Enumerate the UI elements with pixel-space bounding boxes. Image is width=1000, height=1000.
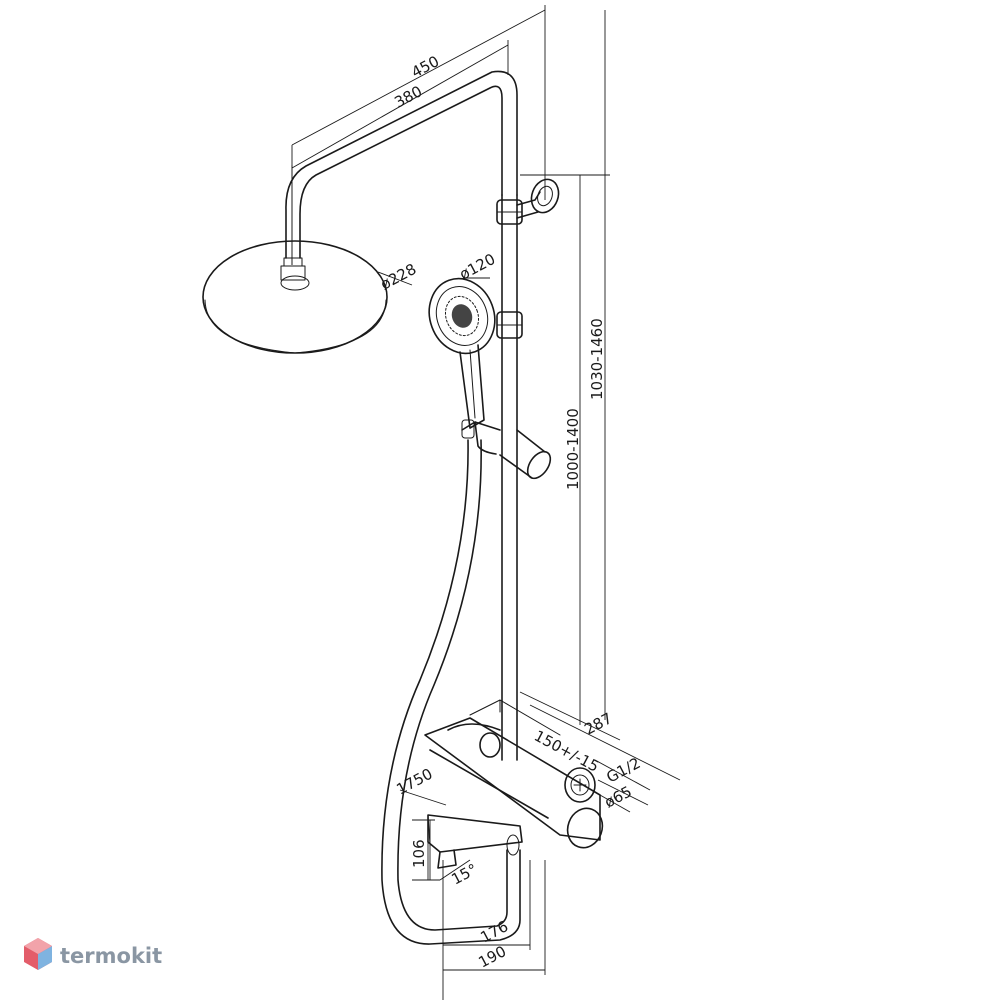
dim-spout-height: 106 (410, 839, 428, 868)
dimension-labels: 450 380 ø228 ø120 1030-1460 1000-1400 28… (377, 52, 643, 971)
rain-shower-head (202, 240, 388, 354)
overhead-arm (285, 70, 518, 259)
dim-escutcheon: ø65 (601, 782, 634, 811)
dim-bar-height: 1000-1400 (564, 408, 582, 490)
dimension-lines (291, 5, 681, 1000)
brand-name: termokit (60, 944, 162, 968)
dim-arm-inner: 380 (391, 82, 425, 111)
dim-thread: G1/2 (603, 754, 643, 787)
dim-mixer-depth: 287 (581, 709, 615, 738)
thermostatic-mixer (424, 699, 604, 849)
dim-total-height: 1030-1460 (588, 318, 606, 400)
riser-bar (496, 194, 523, 761)
dim-hose-length: 1750 (393, 765, 435, 799)
dim-spout-angle: 15° (448, 860, 480, 888)
brand-logo: termokit (24, 938, 162, 970)
hand-shower (428, 277, 496, 429)
dim-head-diameter: ø228 (377, 260, 419, 294)
slide-holder (461, 419, 552, 480)
bath-spout (427, 814, 523, 869)
dim-spout-reach-outer: 190 (475, 942, 509, 971)
dim-hand-diameter: ø120 (456, 250, 498, 284)
wall-bracket (516, 178, 560, 219)
hose (381, 439, 521, 945)
dim-arm-outer: 450 (408, 52, 442, 81)
dim-spout-reach-inner: 176 (477, 917, 511, 946)
